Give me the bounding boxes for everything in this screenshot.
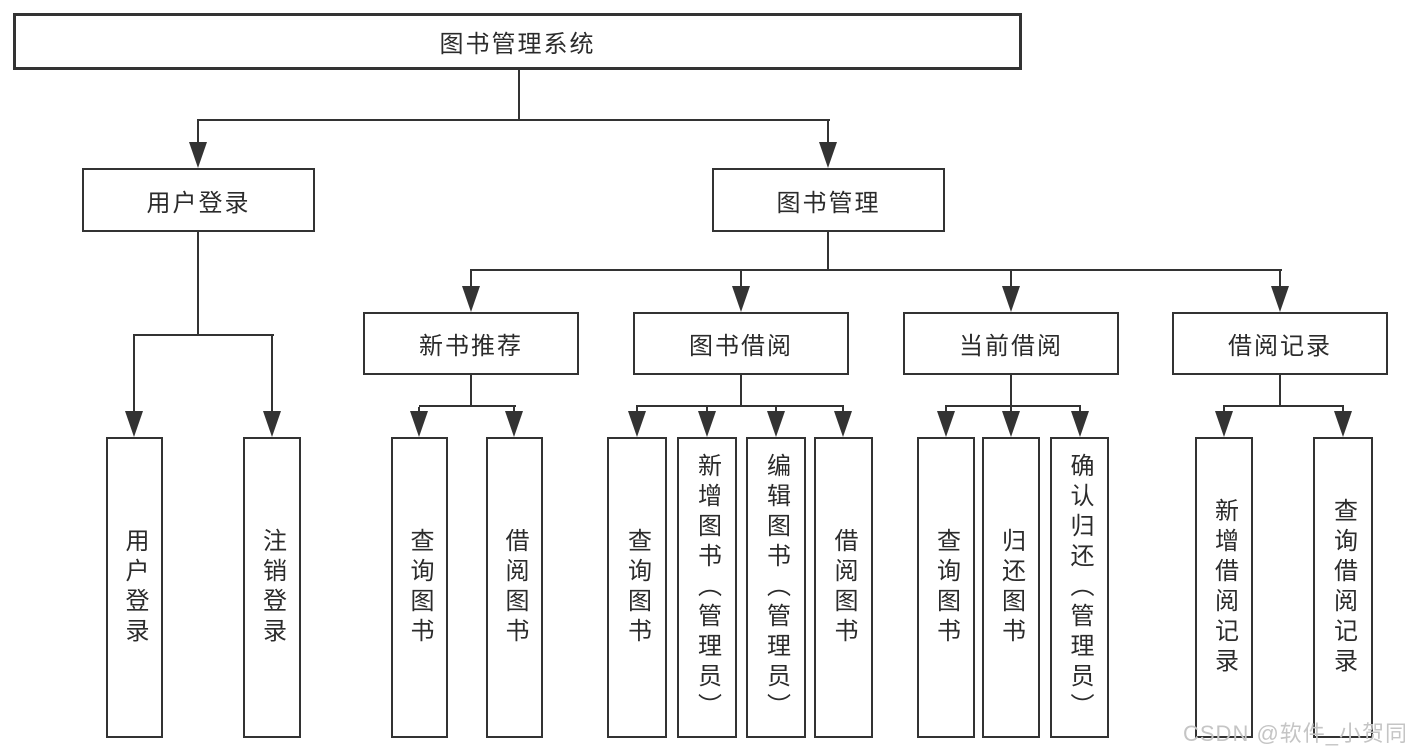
leaf-query-borrow-record: 查询借阅记录 bbox=[1313, 437, 1373, 738]
leaf-label: 查询借阅记录 bbox=[1329, 497, 1357, 678]
node-new-book-recommend: 新书推荐 bbox=[363, 312, 579, 375]
arrowhead-down-icon bbox=[698, 411, 716, 437]
connector-group-vertical bbox=[1010, 375, 1012, 405]
leaf-return-books: 归还图书 bbox=[982, 437, 1040, 738]
connector-stub bbox=[1279, 271, 1281, 286]
leaf-query-books: 查询图书 bbox=[607, 437, 667, 738]
arrowhead-down-icon bbox=[1002, 411, 1020, 437]
node-label: 图书管理系统 bbox=[439, 31, 596, 58]
connector-stub bbox=[470, 271, 472, 286]
connector-group-horizontal bbox=[945, 405, 1081, 407]
arrowhead-down-icon bbox=[1334, 411, 1352, 437]
arrowhead-down-icon bbox=[628, 411, 646, 437]
csdn-watermark: CSDN @软件_小贺同学 bbox=[1183, 721, 1405, 746]
connector-group-vertical bbox=[470, 375, 472, 405]
connector-stub bbox=[842, 407, 844, 411]
arrowhead-down-icon bbox=[189, 142, 207, 168]
leaf-query-books: 查询图书 bbox=[917, 437, 975, 738]
node-label: 借阅记录 bbox=[1228, 333, 1332, 360]
leaf-label: 查询图书 bbox=[623, 527, 651, 648]
node-library-management-system: 图书管理系统 bbox=[13, 13, 1022, 70]
node-borrowing-records: 借阅记录 bbox=[1172, 312, 1388, 375]
connector-stub bbox=[740, 271, 742, 286]
connector-stub bbox=[1010, 407, 1012, 411]
arrowhead-down-icon bbox=[834, 411, 852, 437]
node-book-borrowing: 图书借阅 bbox=[633, 312, 849, 375]
leaf-label: 确认归还（管理员） bbox=[1066, 452, 1093, 723]
connector-login-vertical bbox=[197, 232, 199, 334]
arrowhead-down-icon bbox=[462, 286, 480, 312]
connector-stub bbox=[775, 407, 777, 411]
node-user-login-branch: 用户登录 bbox=[82, 168, 315, 232]
connector-group-horizontal bbox=[1223, 405, 1344, 407]
arrowhead-down-icon bbox=[819, 142, 837, 168]
connector-stub bbox=[271, 336, 273, 411]
connector-stub bbox=[197, 121, 199, 142]
arrowhead-down-icon bbox=[1071, 411, 1089, 437]
connector-group-vertical bbox=[1279, 375, 1281, 405]
connector-stub bbox=[1079, 407, 1081, 411]
leaf-label: 注销登录 bbox=[258, 527, 286, 648]
connector-stub bbox=[1342, 407, 1344, 411]
connector-stub bbox=[418, 407, 420, 411]
connector-stub bbox=[513, 407, 515, 411]
node-label: 新书推荐 bbox=[419, 333, 523, 360]
leaf-user-login: 用户登录 bbox=[106, 437, 163, 738]
connector-stub bbox=[133, 336, 135, 411]
node-book-management-branch: 图书管理 bbox=[712, 168, 945, 232]
connector-root-horizontal bbox=[197, 119, 830, 121]
connector-stub bbox=[827, 121, 829, 142]
leaf-label: 归还图书 bbox=[997, 527, 1025, 648]
arrowhead-down-icon bbox=[505, 411, 523, 437]
arrowhead-down-icon bbox=[125, 411, 143, 437]
connector-root-vertical bbox=[518, 70, 520, 121]
arrowhead-down-icon bbox=[767, 411, 785, 437]
connector-stub bbox=[636, 407, 638, 411]
leaf-label: 查询图书 bbox=[932, 527, 960, 648]
node-label: 用户登录 bbox=[146, 189, 251, 217]
connector-mgmt-vertical bbox=[827, 232, 829, 271]
connector-stub bbox=[945, 407, 947, 411]
leaf-label: 新增借阅记录 bbox=[1210, 497, 1238, 678]
arrowhead-down-icon bbox=[937, 411, 955, 437]
leaf-confirm-return-admin: 确认归还（管理员） bbox=[1050, 437, 1109, 738]
arrowhead-down-icon bbox=[1271, 286, 1289, 312]
leaf-logout: 注销登录 bbox=[243, 437, 301, 738]
connector-mgmt-horizontal bbox=[470, 269, 1282, 271]
connector-group-horizontal bbox=[636, 405, 844, 407]
connector-group-horizontal bbox=[419, 405, 516, 407]
node-current-borrowing: 当前借阅 bbox=[903, 312, 1119, 375]
leaf-label: 查询图书 bbox=[406, 527, 433, 648]
connector-stub bbox=[1010, 271, 1012, 286]
leaf-add-books-admin: 新增图书（管理员） bbox=[677, 437, 737, 738]
arrowhead-down-icon bbox=[1215, 411, 1233, 437]
node-label: 图书借阅 bbox=[689, 333, 793, 360]
leaf-label: 借阅图书 bbox=[501, 527, 528, 648]
connector-stub bbox=[706, 407, 708, 411]
arrowhead-down-icon bbox=[732, 286, 750, 312]
arrowhead-down-icon bbox=[410, 411, 428, 437]
arrowhead-down-icon bbox=[263, 411, 281, 437]
connector-stub bbox=[1223, 407, 1225, 411]
leaf-edit-books-admin: 编辑图书（管理员） bbox=[746, 437, 806, 738]
leaf-add-borrow-record: 新增借阅记录 bbox=[1195, 437, 1253, 738]
leaf-label: 用户登录 bbox=[121, 527, 148, 648]
node-label: 图书管理 bbox=[776, 189, 881, 217]
node-label: 当前借阅 bbox=[959, 333, 1063, 360]
connector-group-vertical bbox=[740, 375, 742, 405]
leaf-borrow-books: 借阅图书 bbox=[486, 437, 543, 738]
arrowhead-down-icon bbox=[1002, 286, 1020, 312]
connector-login-horizontal bbox=[133, 334, 274, 336]
leaf-query-books: 查询图书 bbox=[391, 437, 448, 738]
leaf-label: 借阅图书 bbox=[830, 527, 857, 648]
leaf-label: 新增图书（管理员） bbox=[693, 452, 721, 723]
leaf-label: 编辑图书（管理员） bbox=[762, 452, 790, 723]
leaf-borrow-books: 借阅图书 bbox=[814, 437, 873, 738]
